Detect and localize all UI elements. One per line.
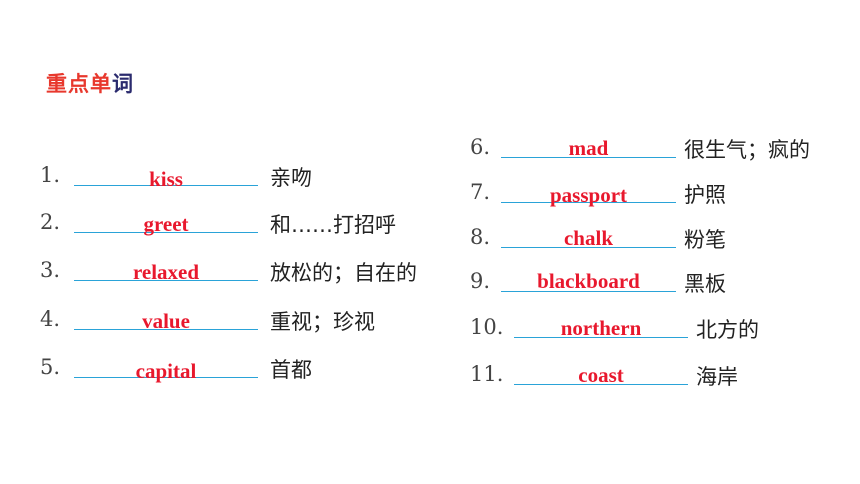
answer-blank (74, 232, 258, 233)
chinese-meaning: 重视；珍视 (270, 310, 375, 334)
chinese-meaning: 和……打招呼 (270, 213, 396, 237)
chinese-meaning: 护照 (684, 183, 726, 207)
item-number: 4. (40, 307, 61, 331)
answer-blank (514, 337, 688, 338)
chinese-meaning: 粉笔 (684, 228, 726, 252)
chinese-meaning: 海岸 (696, 365, 738, 389)
chinese-meaning: 放松的；自在的 (270, 261, 417, 285)
answer-word: blackboard (537, 269, 640, 293)
item-number: 6. (470, 135, 491, 159)
item-number: 1. (40, 163, 61, 187)
answer-word: coast (578, 363, 624, 387)
chinese-meaning: 亲吻 (270, 166, 312, 190)
answer-word: value (142, 309, 190, 333)
answer-blank (501, 157, 676, 158)
answer-word: capital (135, 359, 197, 383)
item-number: 10. (470, 315, 504, 339)
answer-blank (74, 329, 258, 330)
answer-blank (501, 247, 676, 248)
answer-blank (501, 291, 676, 292)
answer-blank (74, 185, 258, 186)
item-number: 9. (470, 269, 491, 293)
answer-word: northern (560, 316, 642, 340)
item-number: 5. (40, 355, 61, 379)
item-number: 3. (40, 258, 61, 282)
chinese-meaning: 首都 (270, 358, 312, 382)
item-number: 7. (470, 180, 491, 204)
item-number: 2. (40, 210, 61, 234)
answer-blank (74, 280, 258, 281)
section-title: 重点单词 (46, 72, 134, 96)
item-number: 8. (470, 225, 491, 249)
answer-blank (514, 384, 688, 385)
answer-blank (74, 377, 258, 378)
answer-blank (501, 202, 676, 203)
answer-word: greet (143, 212, 189, 236)
chinese-meaning: 很生气；疯的 (684, 138, 810, 162)
answer-word: chalk (563, 226, 613, 250)
answer-word: kiss (149, 167, 183, 191)
chinese-meaning: 北方的 (696, 318, 759, 342)
chinese-meaning: 黑板 (684, 272, 726, 296)
answer-word: mad (568, 136, 609, 160)
answer-word: relaxed (132, 260, 200, 284)
answer-word: passport (549, 183, 628, 207)
item-number: 11. (470, 362, 504, 386)
